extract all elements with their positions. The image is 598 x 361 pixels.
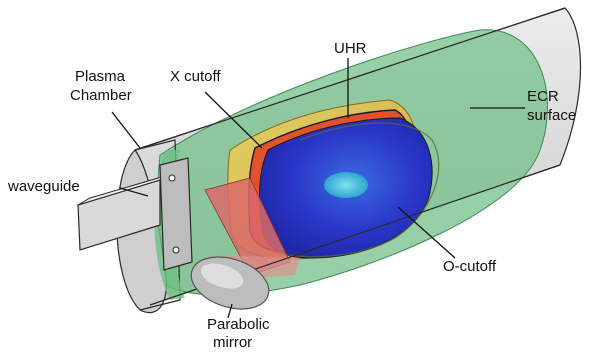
- label-ecr-line2: surface: [527, 107, 576, 125]
- label-ecr-line1: ECR: [527, 88, 559, 106]
- label-uhr: UHR: [334, 40, 367, 58]
- label-parabolic-line1: Parabolic: [207, 316, 270, 334]
- label-parabolic-line2: mirror: [213, 334, 252, 352]
- label-o-cutoff: O-cutoff: [443, 258, 496, 276]
- leader-plasma-chamber: [112, 112, 140, 148]
- flange-bolt-2: [173, 247, 179, 253]
- label-plasma-chamber-line1: Plasma: [75, 68, 125, 86]
- flange-bolt-1: [169, 175, 175, 181]
- label-waveguide: waveguide: [8, 178, 80, 196]
- label-x-cutoff: X cutoff: [170, 68, 221, 86]
- label-plasma-chamber-line2: Chamber: [70, 87, 132, 105]
- plasma-core: [324, 172, 368, 198]
